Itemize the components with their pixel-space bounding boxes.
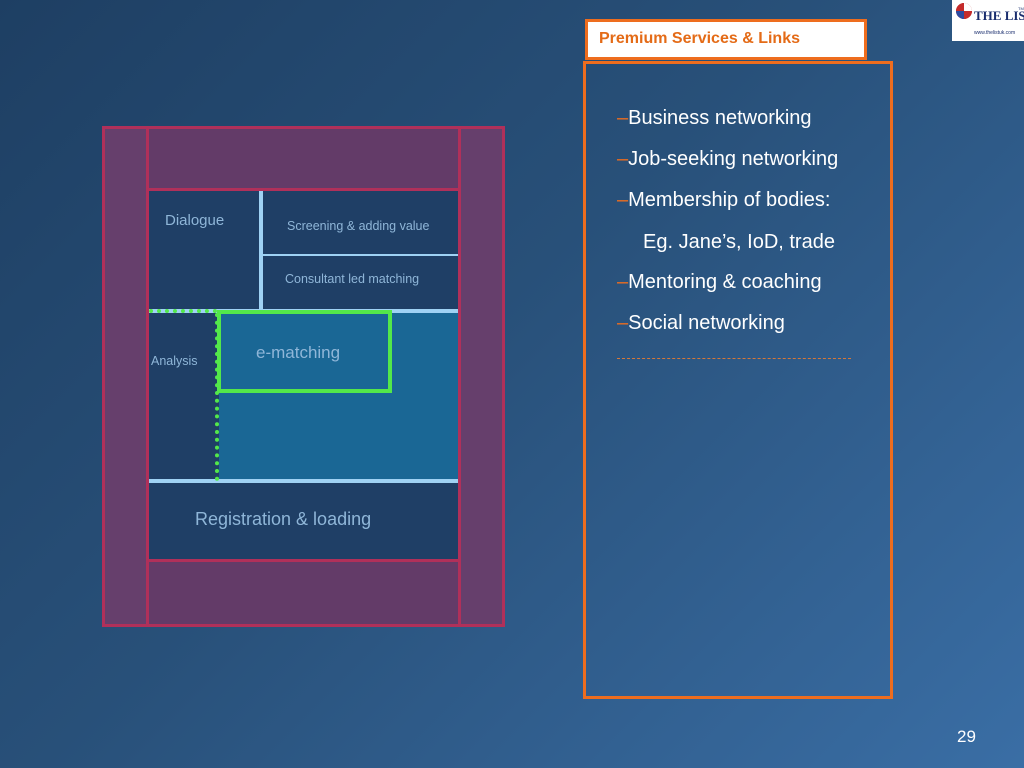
services-panel: [583, 61, 893, 699]
screening-label: Screening & adding value: [287, 219, 430, 233]
list-item-text: Mentoring & coaching: [628, 271, 822, 293]
list-item: –Job-seeking networking: [617, 148, 838, 171]
logo-globe-icon: [956, 3, 972, 19]
analysis-label: Analysis: [151, 354, 198, 368]
bullet-dash: –: [617, 107, 629, 129]
list-sub-item: Eg. Jane’s, IoD, trade: [643, 231, 835, 253]
logo-trademark: TM: [1018, 6, 1024, 11]
list-item: –Membership of bodies:: [617, 189, 830, 212]
consultant-matching-label: Consultant led matching: [285, 272, 420, 286]
list-item: –Business networking: [617, 107, 812, 130]
list-item-text: Business networking: [628, 107, 812, 129]
dotted-line-horizontal: [149, 309, 217, 313]
e-matching-area: [219, 313, 458, 479]
page-number: 29: [957, 727, 976, 746]
dotted-line-vertical: [215, 313, 219, 481]
list-item: –Mentoring & coaching: [617, 271, 822, 294]
divider-vertical: [259, 191, 263, 309]
bullet-dash: –: [617, 271, 629, 293]
divider-screening-consultant: [263, 254, 458, 256]
registration-label: Registration & loading: [195, 509, 372, 529]
dialogue-label: Dialogue: [165, 212, 225, 229]
list-item-text: Job-seeking networking: [628, 148, 839, 170]
list-item-text: Membership of bodies:: [628, 189, 831, 211]
bullet-dash: –: [617, 189, 629, 211]
premium-services-header: [585, 19, 867, 60]
bullet-dash: –: [617, 312, 629, 334]
e-matching-label: e-matching: [256, 343, 341, 362]
logo-url: www.thelistuk.com: [974, 30, 1016, 36]
premium-services-title: Premium Services & Links: [599, 30, 800, 47]
list-item-text: Social networking: [628, 312, 785, 334]
list-item: –Social networking: [617, 312, 785, 335]
e-matching-box: [217, 310, 392, 393]
dashed-separator: [617, 358, 851, 359]
divider-registration-top: [149, 479, 458, 483]
bullet-dash: –: [617, 148, 629, 170]
